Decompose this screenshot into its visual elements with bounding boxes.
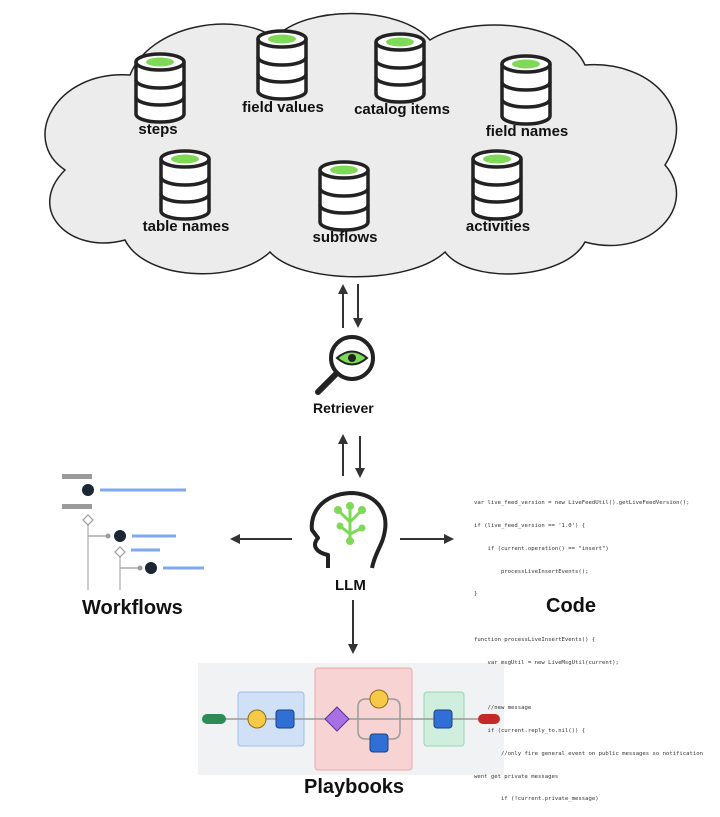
code-line: if (current.operation() == "insert") [474,545,609,552]
code-line: function processLiveInsertEvents() { [474,636,596,643]
code-line: if (current.reply_to.nil()) { [474,728,586,734]
code-line [474,614,714,622]
catalog-items-label: catalog items [354,101,450,118]
code-line: //new message [474,705,532,712]
workflows-label: Workflows [82,597,183,619]
llm-label: LLM [335,577,366,594]
workflows-illustration [62,474,204,590]
code-line: var msgUtil = new LiveMsgUtil(current); [474,659,619,666]
field-names-database-icon [500,54,552,126]
table-names-label: table names [142,218,230,235]
catalog-items-database-icon [374,32,426,104]
steps-database-icon [134,52,186,124]
field-values-database-icon [256,29,308,101]
retriever-label: Retriever [313,400,374,416]
magnifier-eye-icon [315,335,375,395]
subflows-database-icon [318,160,370,232]
code-line: went get private messages [474,773,559,780]
field-names-label: field names [485,123,569,140]
field-values-label: field values [242,99,324,116]
ai-head-icon [309,491,388,569]
activities-database-icon [471,149,523,221]
subflows-label: subflows [312,229,378,246]
activities-label: activities [465,218,531,235]
steps-label: steps [138,121,178,138]
code-line: //only fire general event on public mess… [474,750,704,757]
code-line: if (live_feed_version == '1.0') { [474,522,586,529]
code-label: Code [546,595,596,617]
code-line: var live_feed_version = new LiveFeedUtil… [474,500,690,507]
code-line: processLiveInsertEvents(); [474,568,589,575]
playbooks-illustration [198,663,504,775]
code-line: } [474,591,478,598]
playbooks-label: Playbooks [304,776,405,798]
code-line [474,682,714,690]
code-line: if (!current.private_message) [474,796,599,803]
code-snippet: var live_feed_version = new LiveFeedUtil… [474,485,714,812]
table-names-database-icon [159,149,211,221]
